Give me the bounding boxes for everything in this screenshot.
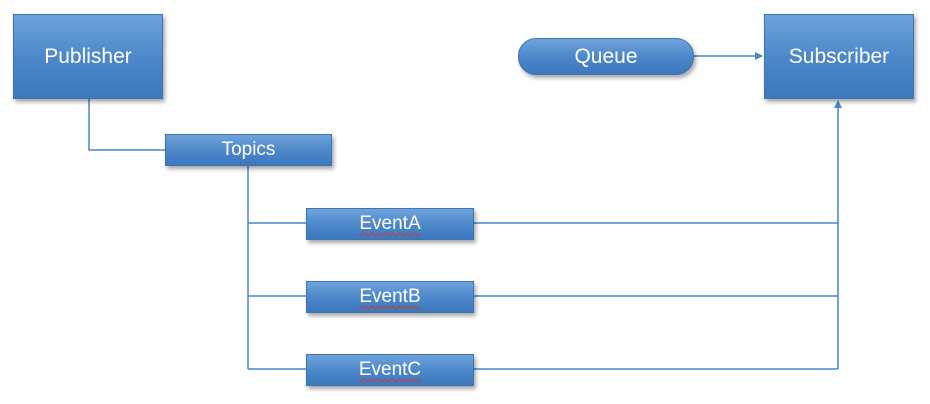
eventa-box: EventA: [306, 208, 474, 240]
queue-label: Queue: [574, 44, 638, 68]
subscriber-label: Subscriber: [788, 44, 890, 68]
publisher-label: Publisher: [44, 44, 132, 68]
eventc-box: EventC: [306, 354, 474, 386]
queue-box: Queue: [518, 38, 694, 75]
topics-label: Topics: [221, 139, 276, 160]
eventb-label: EventB: [359, 286, 421, 307]
eventc-label: EventC: [358, 359, 422, 380]
publisher-box: Publisher: [13, 14, 163, 99]
publisher-to-topics-line: [88, 99, 165, 151]
eventa-label: EventA: [359, 213, 421, 234]
subscriber-box: Subscriber: [764, 14, 914, 99]
eventb-box: EventB: [306, 281, 474, 313]
topics-box: Topics: [165, 134, 332, 166]
